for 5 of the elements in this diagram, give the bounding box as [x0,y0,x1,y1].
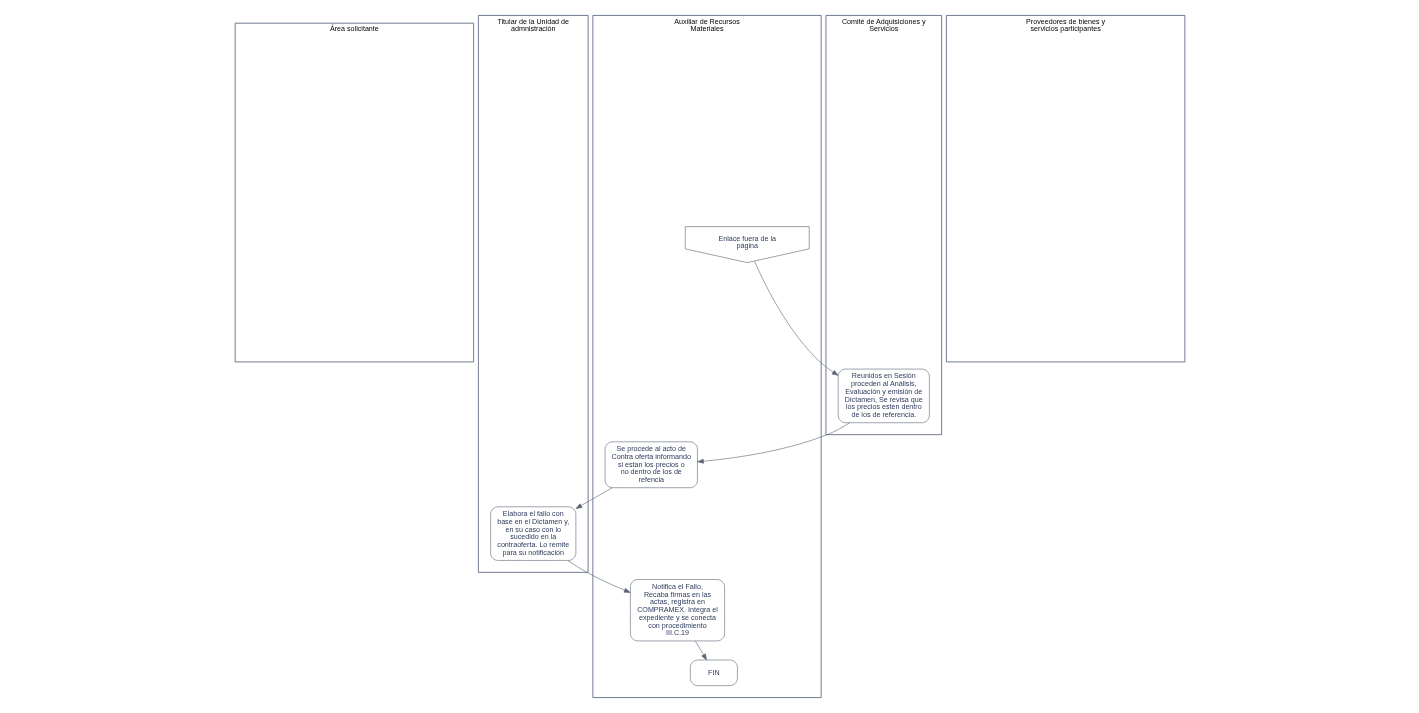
arrow [753,260,838,376]
arrow [696,422,850,464]
arrow [575,487,612,509]
arrow [567,560,631,593]
arrow [694,640,707,661]
